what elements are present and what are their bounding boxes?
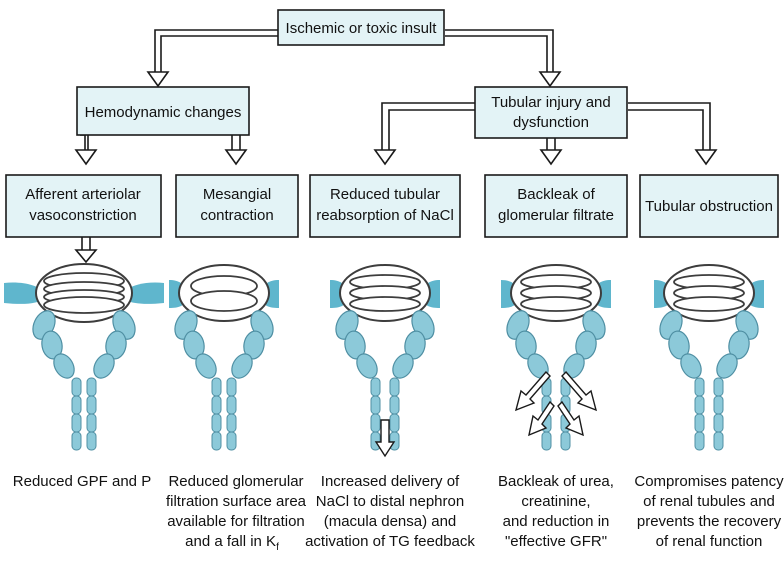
caption-1-line-1: Reduced GPF and P <box>13 473 151 490</box>
box-obstruction: Tubular obstruction <box>640 175 778 237</box>
connector-hemo-1 <box>80 135 85 150</box>
arrow-down-reduced-tubular <box>375 150 395 164</box>
caption-5-line-4: of renal function <box>656 533 763 550</box>
arrow-down-hemo <box>148 72 168 86</box>
arrow-down-afferent <box>76 150 96 164</box>
caption-5-line-2: of renal tubules and <box>643 493 775 510</box>
capillary-loop <box>521 297 591 311</box>
backleak-line-1: Backleak of <box>517 186 595 203</box>
mesangial-line-1: Mesangial <box>203 186 271 203</box>
caption-2: Reduced glomerular filtration surface ar… <box>166 473 307 553</box>
caption-5-line-3: prevents the recovery <box>637 513 782 530</box>
caption-4-line-4: "effective GFR" <box>505 533 607 550</box>
caption-2-line-3: available for filtration <box>167 513 305 530</box>
afferent-line-2: vasoconstriction <box>29 207 137 224</box>
caption-3-line-1: Increased delivery of <box>321 473 460 490</box>
obstruction-line-1: Tubular obstruction <box>645 198 773 215</box>
caption-3-line-4: activation of TG feedback <box>305 533 475 550</box>
nephron-2-illustration <box>169 265 279 450</box>
reduced-tubular-line-2: reabsorption of NaCl <box>316 207 454 224</box>
box-top: Ischemic or toxic insult <box>278 10 444 45</box>
tubular-injury-line-1: Tubular injury and <box>491 94 611 111</box>
arrow-down-backleak <box>541 150 561 164</box>
capillary-loop <box>44 297 124 313</box>
caption-3-line-3: (macula densa) and <box>324 513 457 530</box>
arrow-down-nephron-1 <box>76 250 96 262</box>
backleak-line-2: glomerular filtrate <box>498 207 614 224</box>
arrow-down-obstruction <box>696 150 716 164</box>
capillary-loop <box>674 297 744 311</box>
box-reduced-tubular: Reduced tubular reabsorption of NaCl <box>310 175 460 237</box>
caption-1: Reduced GPF and P <box>13 473 151 490</box>
nephron-5-illustration <box>654 265 764 450</box>
capillary-loop <box>191 291 257 311</box>
box-mesangial: Mesangial contraction <box>176 175 298 237</box>
caption-3: Increased delivery of NaCl to distal nep… <box>305 473 475 550</box>
tubules <box>171 307 278 450</box>
box-afferent: Afferent arteriolar vasoconstriction <box>6 175 161 237</box>
mesangial-line-2: contraction <box>200 207 273 224</box>
connector-tub-right-inner <box>628 110 703 150</box>
caption-2-subscript: f <box>276 542 279 553</box>
box-backleak: Backleak of glomerular filtrate <box>485 175 627 237</box>
caption-4-line-1: Backleak of urea, <box>498 473 614 490</box>
caption-4: Backleak of urea, creatinine, and reduct… <box>498 473 614 550</box>
arrow-down-mesangial <box>226 150 246 164</box>
nephron-1-illustration <box>4 264 164 450</box>
box-hemodynamic: Hemodynamic changes <box>77 87 249 135</box>
caption-5: Compromises patency of renal tubules and… <box>634 473 784 550</box>
nephron-4-illustration <box>501 265 611 450</box>
caption-2-line-2: filtration surface area <box>166 493 307 510</box>
hemodynamic-label: Hemodynamic changes <box>85 104 242 121</box>
connector-top-right-inner <box>445 36 547 72</box>
nephron-3-illustration <box>330 265 440 456</box>
reduced-tubular-line-1: Reduced tubular <box>330 186 440 203</box>
caption-2-line-4: and a fall in Kf <box>185 533 279 553</box>
caption-3-line-2: NaCl to distal nephron <box>316 493 464 510</box>
tubules <box>29 307 140 450</box>
tubular-injury-line-2: dysfunction <box>513 114 589 131</box>
capillary-loop <box>350 297 420 311</box>
arrow-down-tubular <box>540 72 560 86</box>
tubules <box>503 307 610 450</box>
connector-top-left-inner <box>161 36 278 72</box>
backleak-arrows <box>516 372 596 435</box>
box-tubular-injury: Tubular injury and dysfunction <box>475 87 627 138</box>
caption-5-line-1: Compromises patency <box>634 473 784 490</box>
afferent-line-1: Afferent arteriolar <box>25 186 141 203</box>
caption-2-line-1: Reduced glomerular <box>168 473 303 490</box>
caption-2-line-4-main: and a fall in K <box>185 533 276 550</box>
connector-tub-left-inner <box>389 110 475 150</box>
caption-4-line-3: and reduction in <box>503 513 610 530</box>
tubules <box>656 307 763 450</box>
top-label: Ischemic or toxic insult <box>286 20 438 37</box>
caption-4-line-2: creatinine, <box>521 493 590 510</box>
